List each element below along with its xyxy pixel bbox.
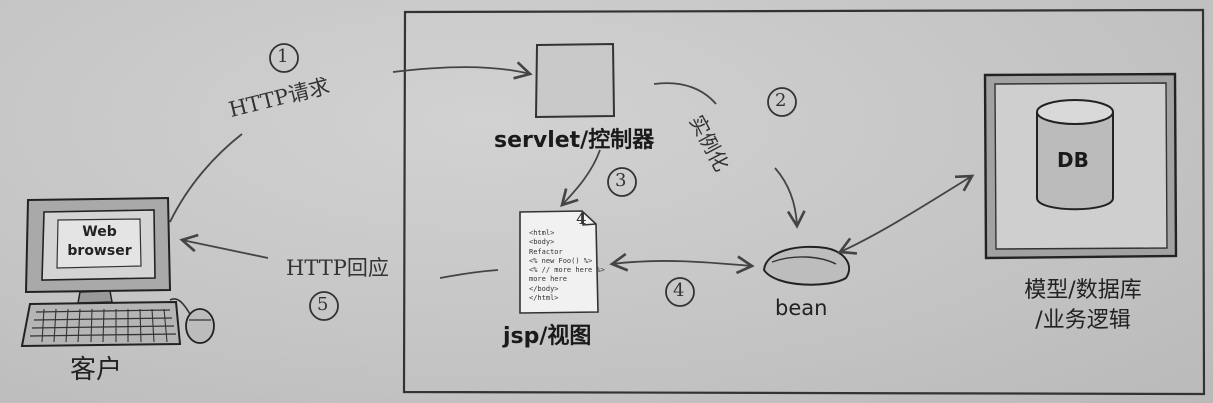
jsp-bean-arrow xyxy=(609,252,755,275)
jsp-code-line: </html> xyxy=(529,294,559,303)
response-arrow xyxy=(182,240,499,279)
step-1-circle xyxy=(269,43,299,73)
forward-arrow xyxy=(560,149,601,207)
step-4-circle xyxy=(665,277,695,307)
mouse-icon xyxy=(169,298,215,344)
bean-icon xyxy=(762,245,851,286)
step-2-number: 2 xyxy=(775,90,787,111)
bean-label: bean xyxy=(775,296,828,320)
step-4-number: 4 xyxy=(673,280,685,301)
jsp-label: jsp/视图 xyxy=(503,324,592,349)
keyboard-icon xyxy=(20,300,182,348)
jsp-code-line: <% new Foo() %> xyxy=(529,256,593,265)
step-5-number: 5 xyxy=(317,294,329,315)
step-5-circle xyxy=(309,291,339,321)
step-1-number: 1 xyxy=(277,46,289,67)
bean-model-arrow xyxy=(837,174,975,255)
browser-text-line1: Web xyxy=(82,224,117,240)
instantiate-arrow xyxy=(653,82,797,226)
model-label-line1: 模型/数据库 xyxy=(1024,278,1142,303)
servlet-box xyxy=(534,42,616,119)
jsp-code-line: more here xyxy=(529,275,567,284)
jsp-code-line: Refactor xyxy=(529,247,563,256)
jsp-code-line: </body> xyxy=(529,284,559,293)
browser-text-line2: browser xyxy=(67,243,132,259)
db-cylinder-icon xyxy=(1036,99,1114,211)
server-container xyxy=(402,8,1206,396)
step-2-circle xyxy=(767,87,797,117)
browser-screen-text: Web browser xyxy=(58,223,141,261)
request-arrow xyxy=(169,67,530,223)
jsp-page-icon xyxy=(519,210,599,314)
jsp-code-line: <body> xyxy=(529,238,555,247)
client-label: 客户 xyxy=(70,355,123,385)
jsp-code-line: <% // more here %> xyxy=(529,266,605,275)
jsp-code-line: <html> xyxy=(529,229,555,237)
jsp-code: <html> <body> Refactor <% new Foo() %> <… xyxy=(529,229,605,303)
step-3-number: 3 xyxy=(615,170,627,191)
jsp-page-number: 4 xyxy=(576,210,587,228)
model-label-line2: /业务逻辑 xyxy=(1035,308,1131,333)
db-label: DB xyxy=(1057,148,1089,172)
step-3-circle xyxy=(607,167,637,197)
response-label: HTTP回应 xyxy=(286,256,389,280)
model-label: 模型/数据库 /业务逻辑 xyxy=(998,276,1168,336)
servlet-label: servlet/控制器 xyxy=(494,128,655,153)
